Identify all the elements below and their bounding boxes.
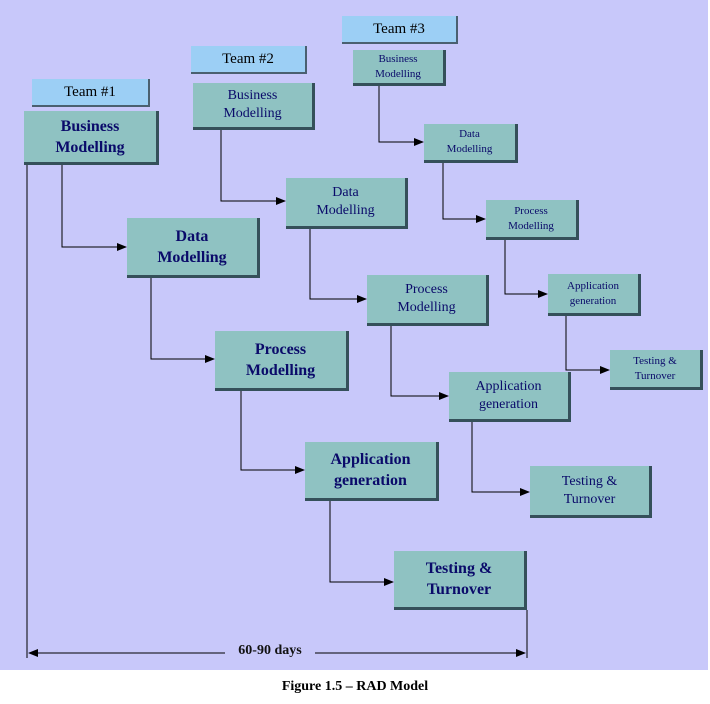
arrow-t2-business-to-data [220, 129, 286, 205]
team-1-tab: Team #1 [32, 79, 150, 107]
team-3-business-modelling-label: Business Modelling [375, 52, 421, 80]
team-2-business-modelling-label: Business Modelling [223, 88, 282, 121]
team-2-data-modelling-box: Data Modelling [286, 178, 408, 229]
arrow-t2-application-to-testing [471, 421, 530, 496]
arrow-t3-business-to-data [378, 85, 424, 146]
duration-label: 60-90 days [225, 643, 315, 659]
team-1-testing-turnover-label: Testing & Turnover [425, 560, 493, 598]
figure-caption: Figure 1.5 – RAD Model [281, 679, 429, 694]
team-1-process-modelling-label: Process Modelling [245, 340, 316, 379]
arrow-t1-process-to-application [240, 390, 305, 474]
team-3-process-modelling-box: Process Modelling [486, 200, 579, 240]
team-3-business-modelling-box: Business Modelling [353, 50, 446, 86]
team-2-data-modelling-label: Data Modelling [316, 185, 375, 218]
team-1-testing-turnover-box: Testing & Turnover [394, 551, 527, 610]
arrow-t3-process-to-application [504, 240, 548, 298]
team-2-process-modelling-box: Process Modelling [367, 275, 489, 326]
arrow-t3-data-to-process [442, 162, 486, 223]
team-3-data-modelling-box: Data Modelling [424, 124, 518, 163]
team-1-data-modelling-box: Data Modelling [127, 218, 260, 278]
team-2-tab: Team #2 [191, 46, 307, 74]
team-1-data-modelling-label: Data Modelling [157, 227, 227, 266]
arrow-t2-process-to-application [390, 325, 449, 400]
arrow-t3-application-to-testing [565, 316, 610, 374]
team-1-application-generation-box: Application generation [305, 442, 439, 501]
team-3-testing-turnover-box: Testing & Turnover [610, 350, 703, 390]
team-1-business-modelling-box: Business Modelling [24, 111, 159, 165]
arrow-t1-data-to-process [150, 278, 215, 363]
team-2-process-modelling-label: Process Modelling [397, 282, 456, 315]
team-3-process-modelling-label: Process Modelling [508, 204, 554, 232]
team-3-application-generation-label: Application generation [567, 279, 619, 307]
team-2-application-generation-box: Application generation [449, 372, 571, 422]
team-3-application-generation-box: Application generation [548, 274, 641, 316]
arrow-t1-business-to-data [61, 165, 127, 251]
team-3-tab: Team #3 [342, 16, 458, 44]
arrow-t1-application-to-testing [329, 500, 394, 586]
arrow-t2-data-to-process [309, 229, 367, 303]
team-3-data-modelling-label: Data Modelling [446, 128, 493, 155]
team-1-business-modelling-label: Business Modelling [55, 117, 125, 156]
team-1-application-generation-label: Application generation [330, 451, 411, 489]
team-1-process-modelling-box: Process Modelling [215, 331, 349, 391]
team-2-testing-turnover-box: Testing & Turnover [530, 466, 652, 518]
team-2-business-modelling-box: Business Modelling [193, 83, 315, 130]
team-2-testing-turnover-label: Testing & Turnover [561, 473, 618, 507]
team-3-testing-turnover-label: Testing & Turnover [633, 354, 677, 382]
team-2-application-generation-label: Application generation [475, 378, 542, 412]
